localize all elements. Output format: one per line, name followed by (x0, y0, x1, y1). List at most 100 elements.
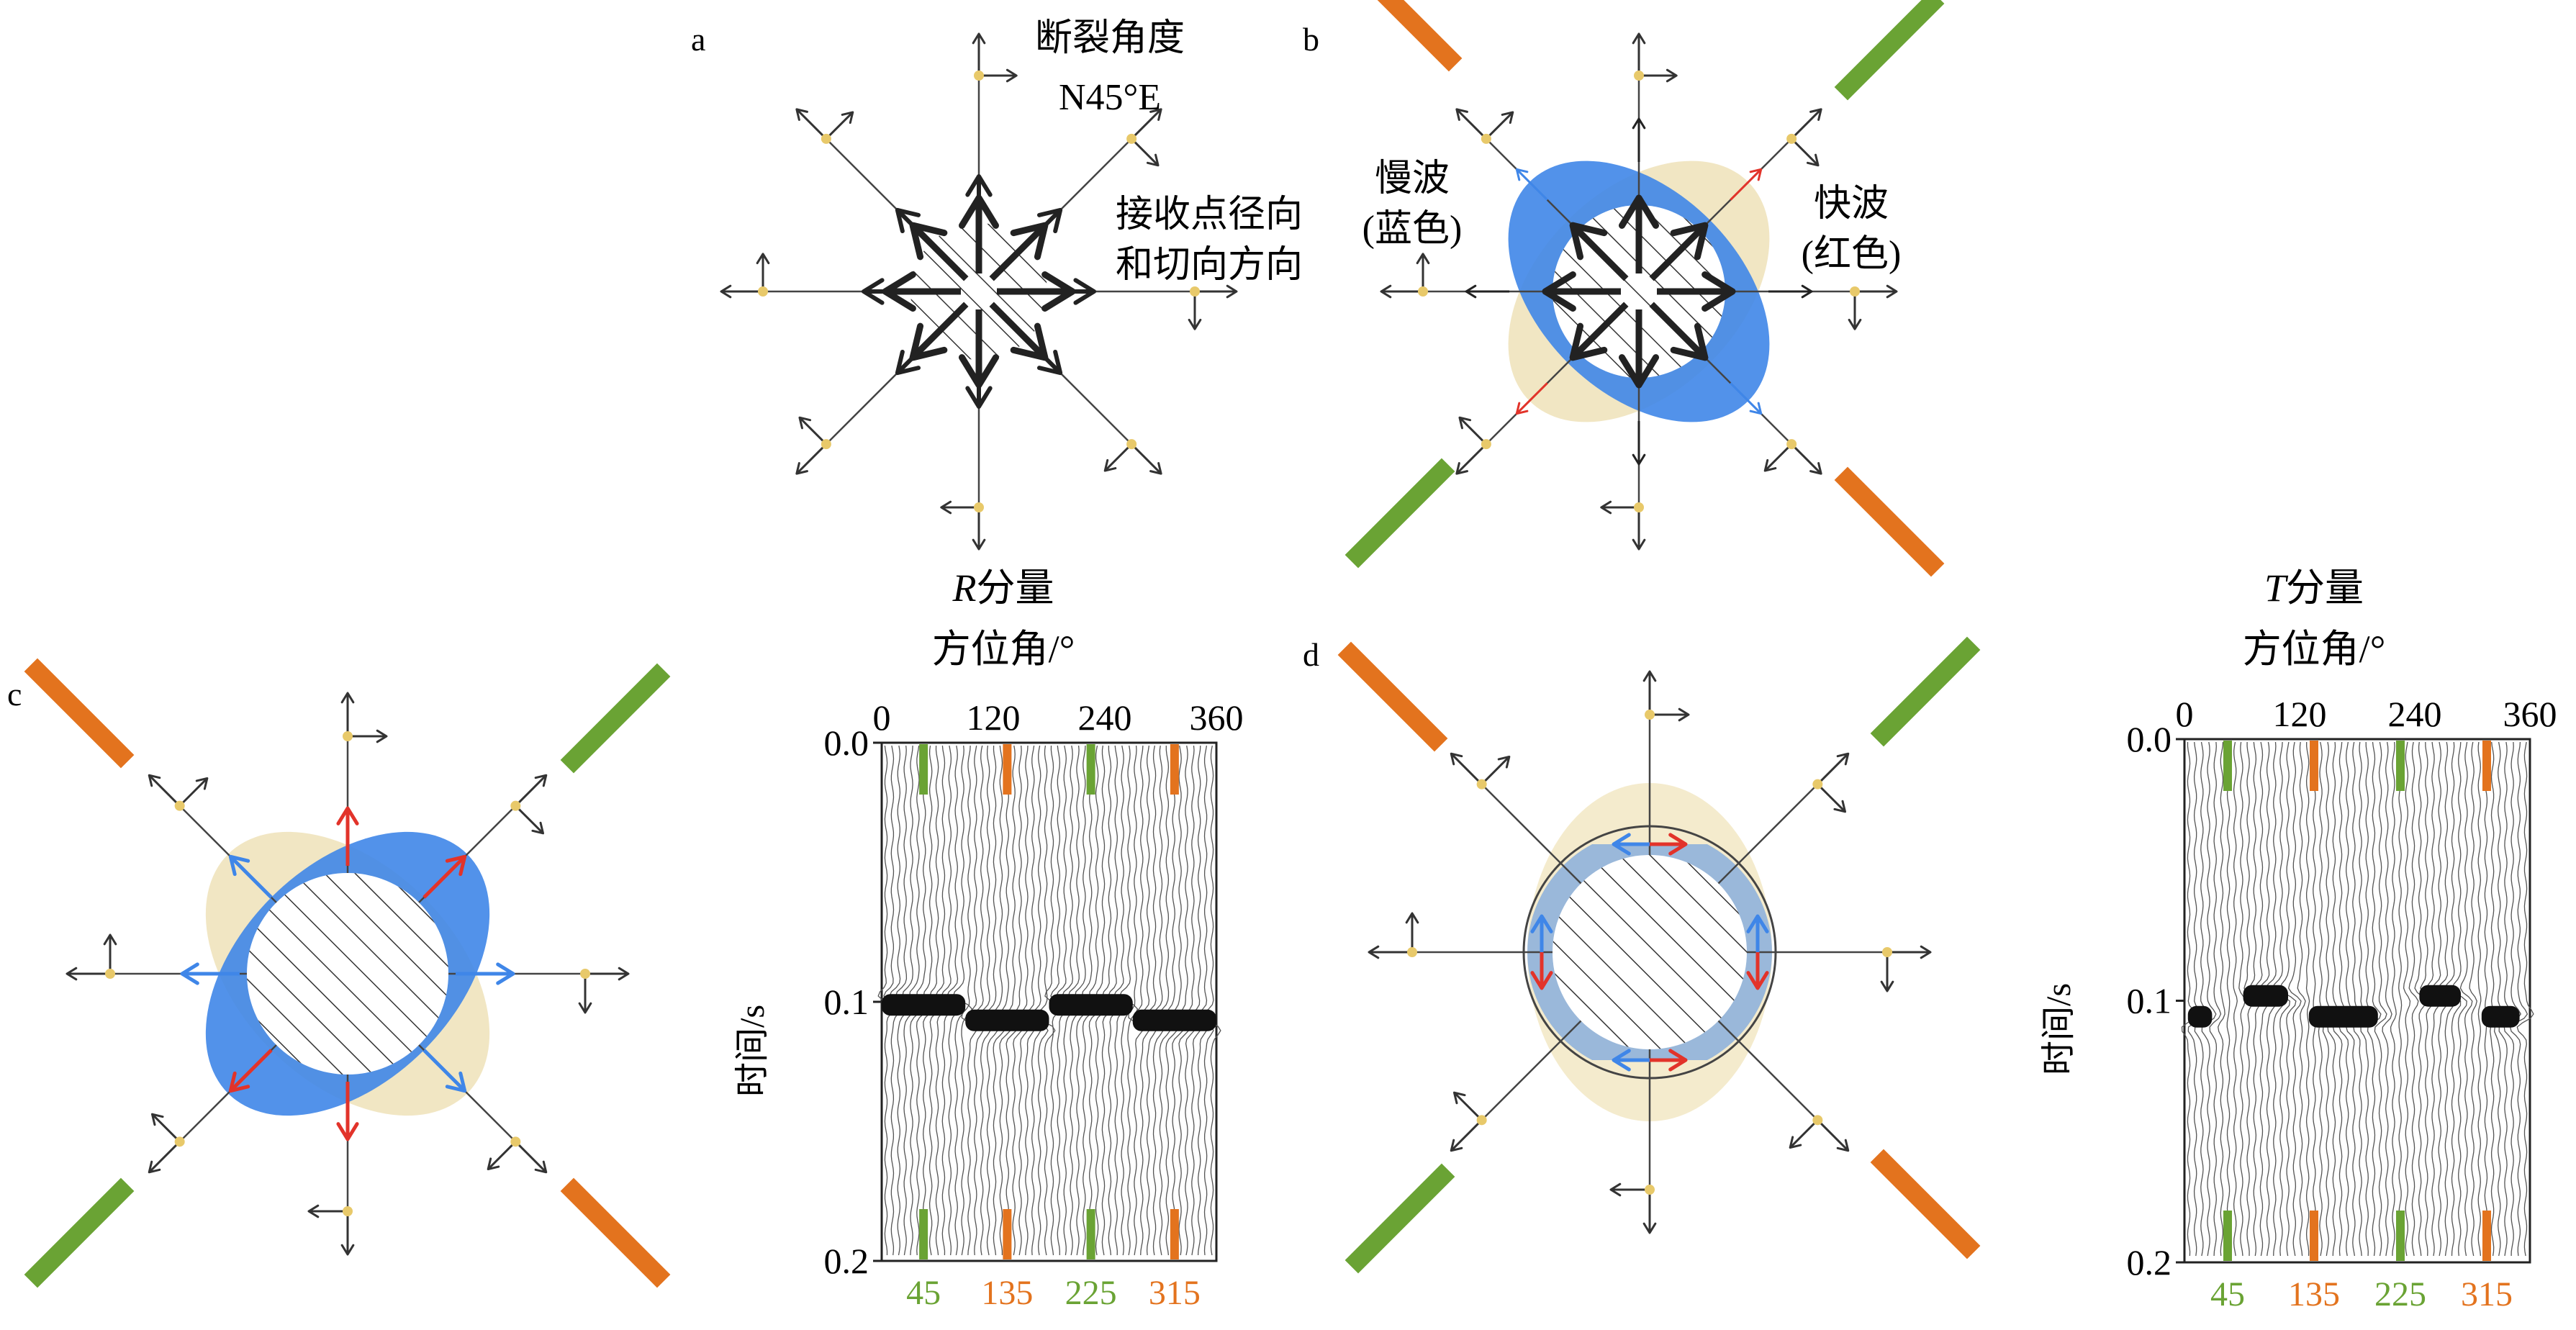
arrow-head (531, 821, 545, 835)
arrow-head (1670, 322, 1709, 361)
seismic-trace (2484, 741, 2488, 1257)
azimuth-marker-bottom (919, 1209, 928, 1259)
seismic-trace (1018, 745, 1035, 1256)
radial-arrow (585, 967, 630, 981)
azimuth-marker-top (1170, 744, 1179, 795)
arrow-shaft (151, 1113, 181, 1143)
arrow-shaft (1455, 108, 1487, 140)
split-wave-arrow (336, 1082, 359, 1141)
arrow-shaft (1485, 111, 1514, 140)
arrow-shaft (1791, 137, 1820, 166)
arrow-head (1763, 458, 1777, 472)
azimuth-label: 315 (2461, 1275, 2513, 1313)
seismic-trace (2346, 741, 2362, 1257)
azimuth-label: 315 (1149, 1274, 1201, 1312)
receiver-dot (821, 133, 831, 144)
receiver-dot (821, 439, 831, 450)
tangential-arrow (1763, 443, 1793, 472)
radial-arrow (972, 32, 986, 76)
radial-arrow (340, 1211, 355, 1256)
seismic-trace (1203, 745, 1221, 1256)
tangential-arrow (578, 974, 592, 1014)
arrow-shaft (1131, 108, 1162, 140)
arrow-head (228, 854, 250, 877)
split-wave-arrow (1768, 284, 1813, 299)
tangential-arrow (1405, 912, 1419, 952)
arrow-head (376, 729, 388, 743)
tangential-arrow (825, 111, 854, 140)
source-arrow (1569, 222, 1629, 281)
radial-arrow (515, 774, 548, 807)
seismic-trace (2403, 741, 2411, 1257)
arrow-shaft (1033, 345, 1062, 375)
arrow-head (1569, 322, 1608, 361)
arrow-head (1632, 117, 1646, 130)
radial-arrow (65, 967, 110, 981)
arrow-head (756, 253, 770, 265)
radial-arrow (340, 692, 355, 736)
arrow-shaft (515, 1141, 547, 1173)
seismic-trace (1013, 745, 1029, 1256)
arrow-head (1801, 284, 1813, 299)
radial-arrow (1642, 1190, 1657, 1234)
arrow-shaft (1730, 382, 1762, 415)
arrow-shaft (229, 1049, 273, 1092)
arrow-shaft (1789, 1119, 1819, 1149)
arrow-head (1642, 670, 1657, 682)
arrow-shaft (1730, 168, 1762, 201)
arrow-head (895, 207, 921, 234)
arrow-head (1465, 284, 1477, 299)
arrow-shaft (1516, 168, 1548, 201)
arrow-head (1880, 980, 1894, 992)
tangential-arrow (1452, 1091, 1483, 1121)
time-tick-label: 0.2 (824, 1241, 869, 1281)
arrow-head (1806, 153, 1820, 167)
seismic-trace (1172, 745, 1190, 1256)
arrow-head (336, 1122, 359, 1141)
seismic-trace (2451, 741, 2467, 1257)
azimuth-label: 135 (2288, 1275, 2340, 1313)
source-arrow-outer (965, 371, 993, 409)
receiver-direction-label-1: 接收点径向 (1116, 194, 1303, 235)
tangential-arrow (1481, 755, 1511, 785)
arrow-head (798, 416, 812, 430)
tangential-arrow (348, 729, 388, 743)
arrow-shaft (1791, 443, 1822, 475)
arrow-head (1103, 458, 1117, 472)
arrow-head (445, 854, 467, 877)
tangential-arrow (1458, 416, 1487, 445)
arrow-head (795, 462, 808, 475)
azimuth-marker-top (919, 744, 928, 795)
green-bar-ne (560, 663, 671, 774)
azimuth-tick-label: 120 (2273, 694, 2327, 734)
seismic-trace (2209, 741, 2222, 1257)
arrow-head (1515, 168, 1529, 181)
arrow-head (1642, 1222, 1657, 1234)
arrow-head (1746, 914, 1769, 933)
split-wave-arrow (456, 962, 515, 985)
r-gather-y-label: 时间/s (733, 1005, 772, 1097)
tangential-arrow (1817, 783, 1847, 813)
slow-wave-color-label: (蓝色) (1362, 209, 1463, 250)
seismic-trace (1139, 745, 1157, 1256)
seismic-trace (1134, 745, 1150, 1256)
arrow-head (1005, 68, 1018, 83)
seismic-trace (2477, 741, 2482, 1257)
arrow-shaft (1516, 382, 1548, 415)
seismic-event (2243, 985, 2288, 1007)
arrow-shaft (795, 108, 827, 140)
panel-c-diagram: c (7, 658, 671, 1288)
arrow-head (618, 967, 630, 981)
arrow-head (496, 962, 515, 985)
seismic-trace (972, 745, 991, 1256)
seismic-trace (1036, 745, 1056, 1256)
arrow-head (487, 1157, 500, 1171)
arrow-head (972, 32, 986, 45)
receiver-dot (1418, 286, 1428, 297)
fracture-zone-hatch (1553, 855, 1747, 1049)
receiver-dot (758, 286, 768, 297)
seismic-trace (2374, 741, 2387, 1257)
seismic-trace (2279, 741, 2297, 1257)
source-arrow (1649, 222, 1709, 281)
arrow-shaft (795, 443, 827, 475)
